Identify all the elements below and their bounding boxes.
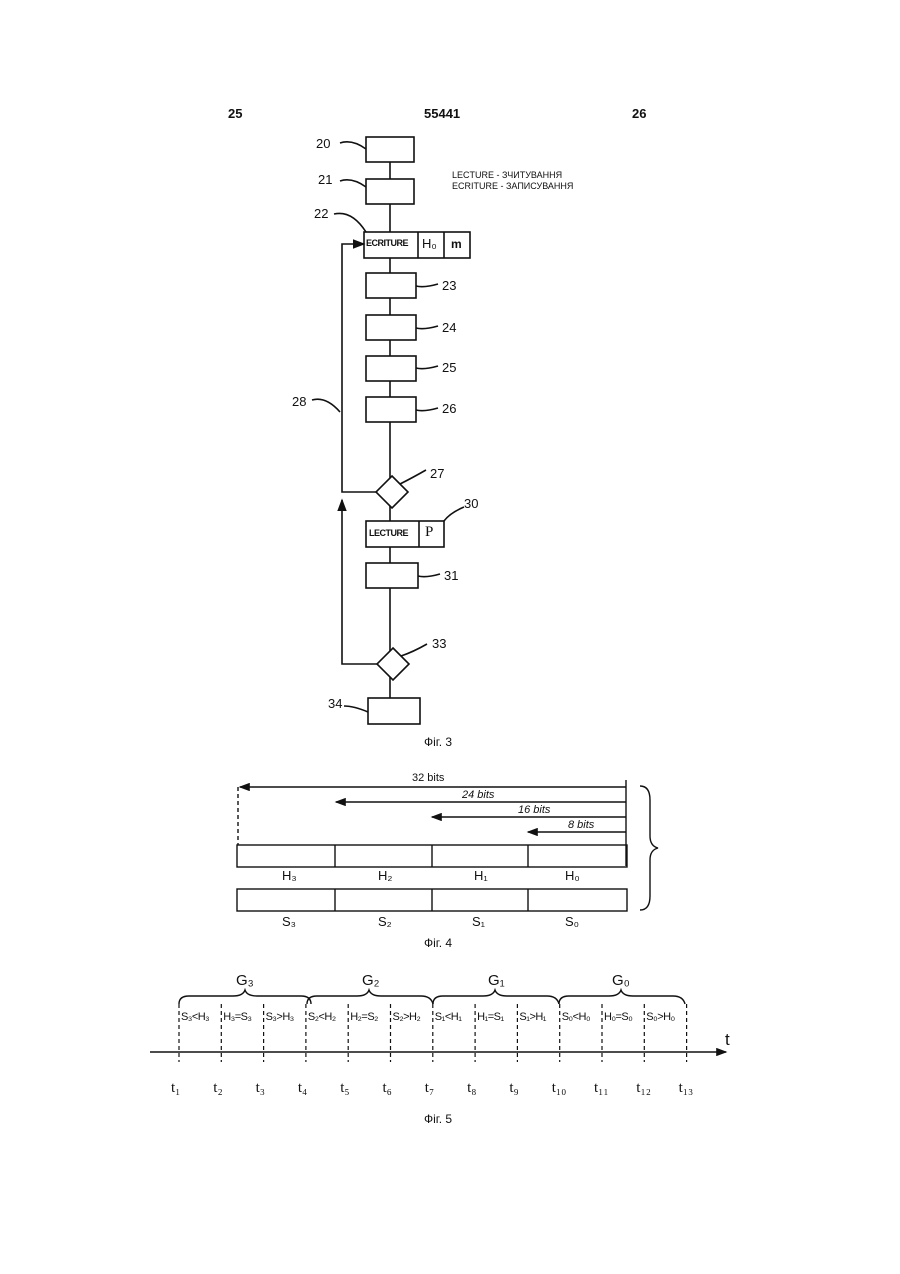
time-tick-label: t₆: [383, 1080, 392, 1097]
h1-label: H₁: [474, 868, 488, 883]
label-28: 28: [292, 394, 306, 409]
time-tick-label: t₄: [298, 1080, 307, 1097]
fig4-brace: [640, 786, 658, 910]
time-tick-label: t₇: [425, 1080, 434, 1097]
decision-27: [376, 476, 408, 508]
time-tick-label: t₁₃: [679, 1080, 694, 1097]
condition-cell: S₂<H₂: [308, 1011, 336, 1023]
group-g3: G₃: [236, 972, 254, 989]
s3-label: S₃: [282, 914, 296, 929]
time-tick-label: t₁: [171, 1080, 180, 1097]
label-21: 21: [318, 172, 332, 187]
condition-cell: H₁=S₁: [477, 1011, 504, 1023]
h0-label: H₀: [565, 868, 580, 883]
width-8-label: 8 bits: [568, 819, 594, 831]
fig5-caption: Фіг. 5: [424, 1112, 452, 1126]
time-tick-label: t₁₂: [636, 1080, 651, 1097]
block-25: [366, 356, 416, 381]
label-33: 33: [432, 636, 446, 651]
label-27: 27: [430, 466, 444, 481]
condition-cell: S₀<H₀: [562, 1011, 590, 1023]
box22-m: m: [451, 237, 462, 251]
label-25: 25: [442, 360, 456, 375]
condition-cell: S₁>H₁: [519, 1011, 546, 1023]
time-tick-label: t₁₀: [552, 1080, 567, 1097]
time-axis-label: t: [725, 1030, 730, 1050]
condition-cell: S₀>H₀: [646, 1011, 674, 1023]
condition-cell: S₁<H₁: [435, 1011, 462, 1023]
time-tick-label: t₁₁: [594, 1080, 609, 1097]
width-32-label: 32 bits: [412, 772, 444, 784]
condition-cell: S₃>H₃: [266, 1011, 294, 1023]
decision-33: [377, 648, 409, 680]
time-tick-label: t₅: [340, 1080, 349, 1097]
block-20: [366, 137, 414, 162]
s1-label: S₁: [472, 914, 485, 929]
condition-cell: H₀=S₀: [604, 1011, 632, 1023]
block-24: [366, 315, 416, 340]
label-23: 23: [442, 278, 456, 293]
label-24: 24: [442, 320, 456, 335]
brace-g3: [179, 990, 311, 1004]
brace-g1: [433, 990, 559, 1004]
label-30: 30: [464, 496, 478, 511]
fig4-caption: Фіг. 4: [424, 936, 452, 950]
block-31: [366, 563, 418, 588]
condition-cell: S₂>H₂: [393, 1011, 421, 1023]
time-tick-label: t₂: [213, 1080, 222, 1097]
box30-lecture: LECTURE: [369, 528, 408, 538]
width-24-label: 24 bits: [462, 789, 494, 801]
time-tick-label: t₃: [256, 1080, 265, 1097]
group-g0: G₀: [612, 972, 630, 989]
fig3-caption: Фіг. 3: [424, 735, 452, 749]
h3-label: H₃: [282, 868, 297, 883]
group-g2: G₂: [362, 972, 380, 989]
s0-label: S₀: [565, 914, 579, 929]
box30-p: P: [425, 524, 433, 541]
block-21: [366, 179, 414, 204]
s2-label: S₂: [378, 914, 392, 929]
box22-ecriture: ECRITURE: [366, 238, 408, 248]
label-20: 20: [316, 136, 330, 151]
block-23: [366, 273, 416, 298]
group-g1: G₁: [488, 972, 505, 989]
brace-g2: [307, 990, 433, 1004]
label-26: 26: [442, 401, 456, 416]
brace-g0: [559, 990, 685, 1004]
width-16-label: 16 bits: [518, 804, 550, 816]
box22-h0: H₀: [422, 236, 437, 251]
block-34: [368, 698, 420, 724]
label-31: 31: [444, 568, 458, 583]
time-tick-label: t₉: [509, 1080, 518, 1097]
condition-cell: H₂=S₂: [350, 1011, 378, 1023]
block-26: [366, 397, 416, 422]
condition-cell: S₃<H₃: [181, 1011, 209, 1023]
label-34: 34: [328, 696, 342, 711]
h2-label: H₂: [378, 868, 392, 883]
label-22: 22: [314, 206, 328, 221]
time-tick-label: t₈: [467, 1080, 476, 1097]
condition-cell: H₃=S₃: [223, 1011, 251, 1023]
